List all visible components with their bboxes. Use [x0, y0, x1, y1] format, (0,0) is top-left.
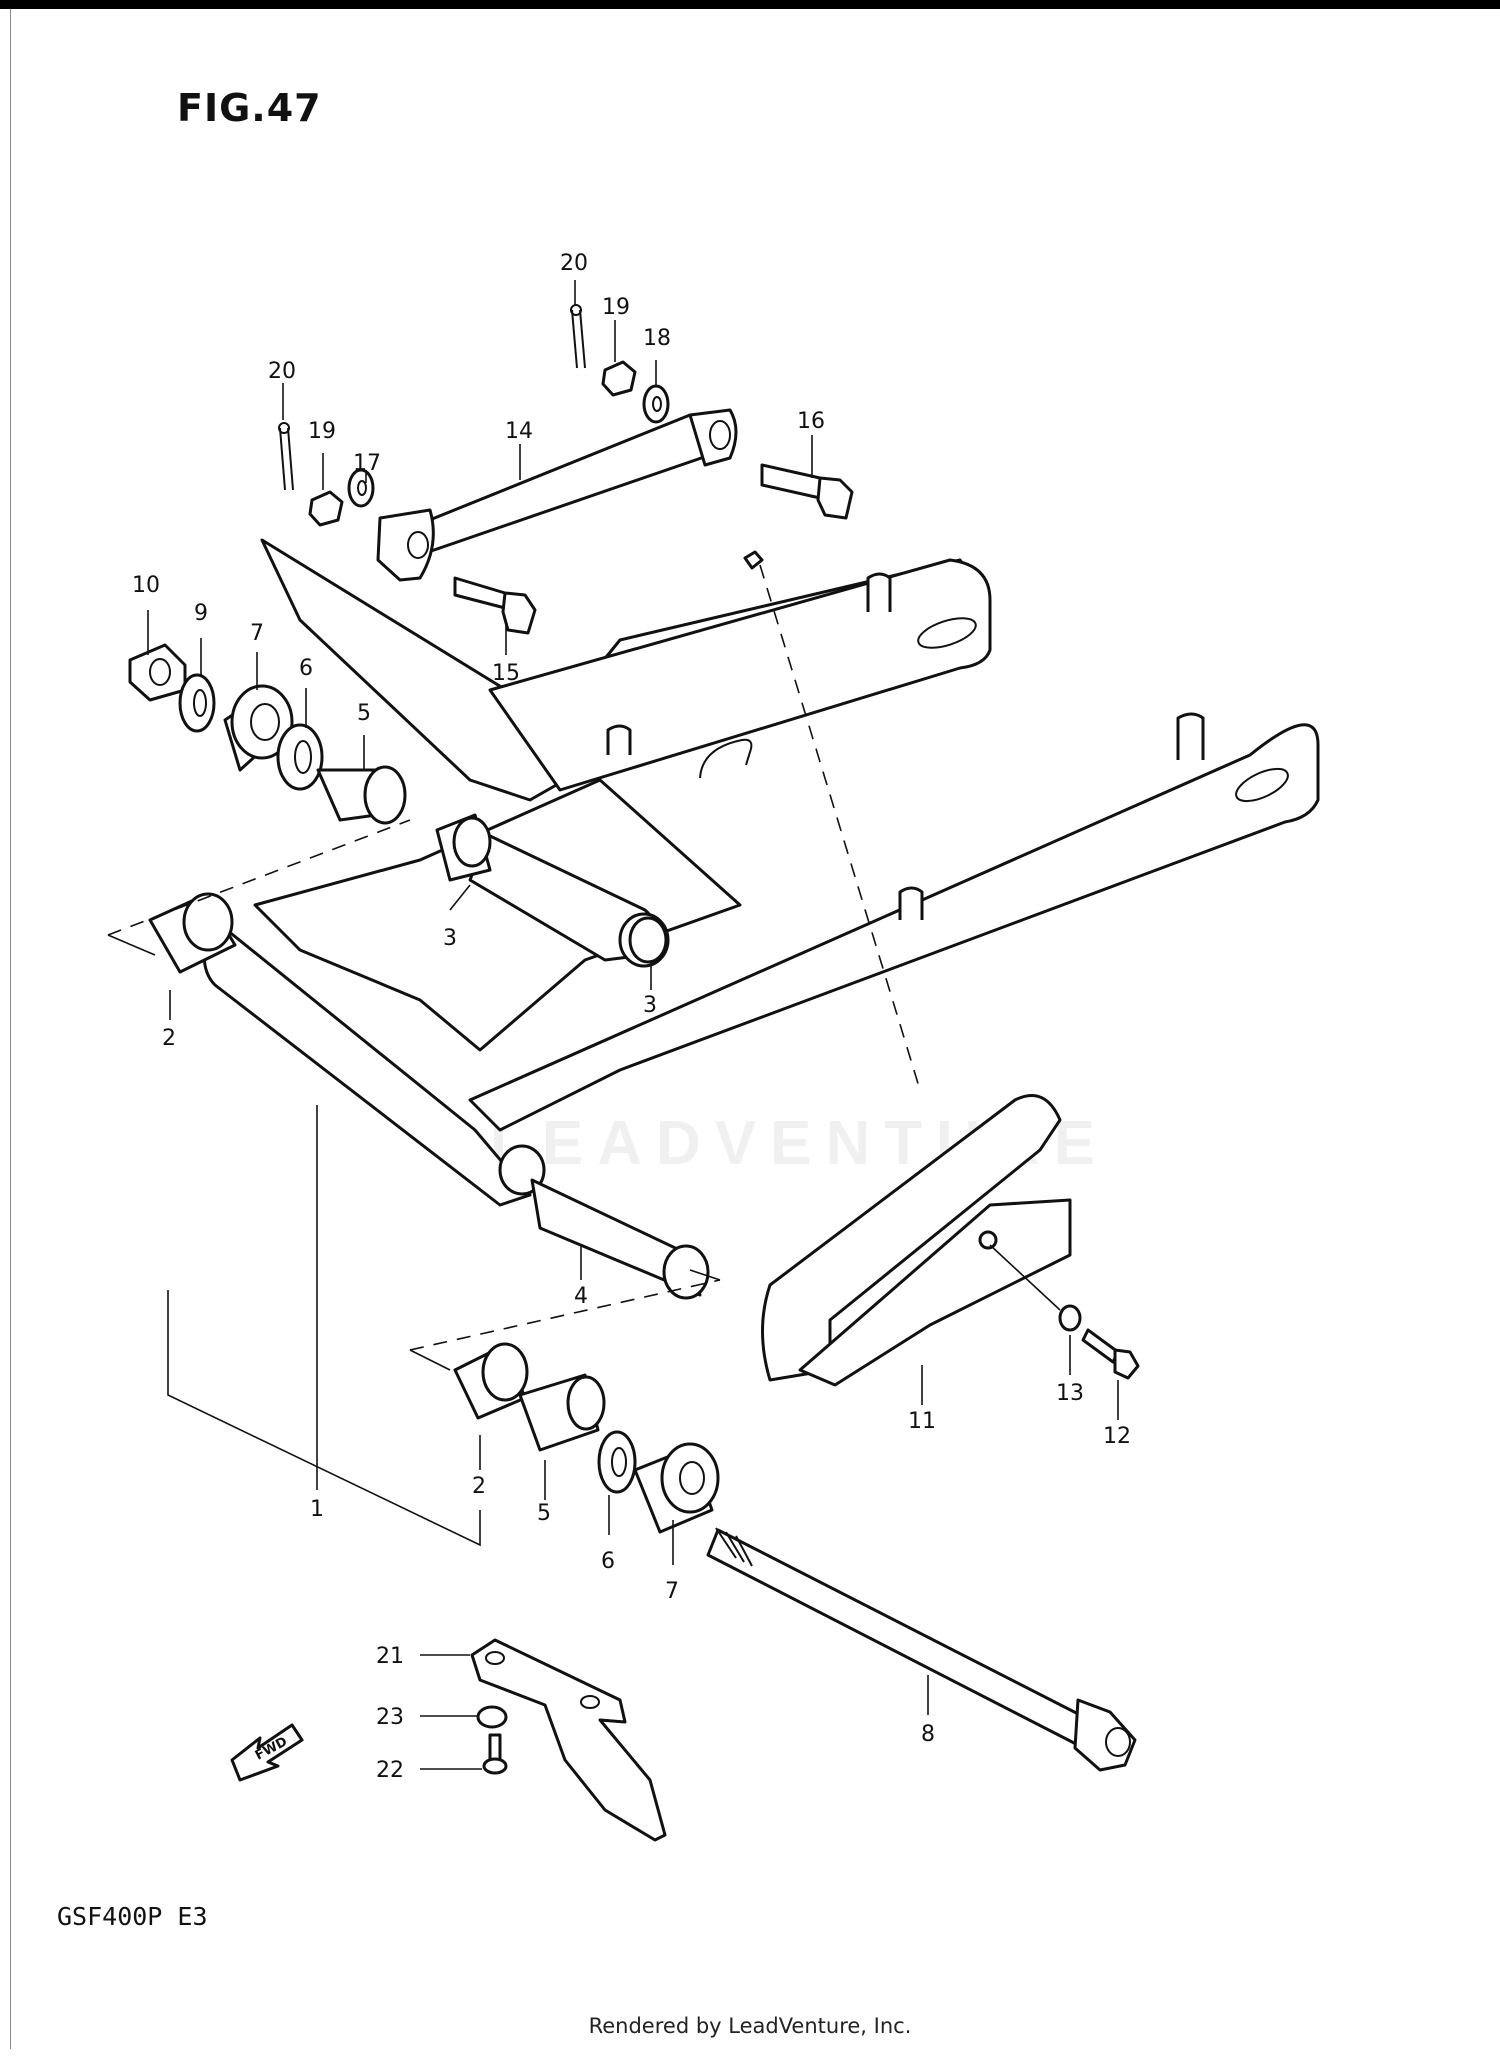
callout-5-lower: 5 — [537, 1501, 551, 1526]
callout-9: 9 — [194, 601, 208, 626]
callout-4: 4 — [574, 1284, 588, 1309]
nut-19-right — [601, 360, 637, 397]
axle-slot-upper — [917, 617, 977, 649]
left-border — [10, 9, 11, 2049]
torque-rod-14 — [376, 408, 738, 582]
callout-19-right: 19 — [602, 295, 630, 320]
washer-9 — [178, 673, 216, 733]
washer-6-lower — [597, 1430, 637, 1494]
leader-lines — [147, 280, 1119, 1770]
callout-5-upper: 5 — [357, 701, 371, 726]
bracket-chain — [898, 886, 924, 920]
callout-8: 8 — [921, 1722, 935, 1747]
washer-23 — [476, 1705, 508, 1729]
callout-16: 16 — [797, 409, 825, 434]
forward-direction-icon: FWD — [230, 1723, 304, 1782]
seal-7-lower — [633, 1442, 720, 1534]
callout-3-upper: 3 — [443, 926, 457, 951]
chain-guard-21 — [470, 1638, 667, 1842]
callout-2-right: 2 — [472, 1474, 486, 1499]
bolt-15 — [453, 576, 537, 635]
callout-2-left: 2 — [162, 1026, 176, 1051]
model-code: GSF400P E3 — [57, 1902, 208, 1931]
nut-19-left — [308, 490, 344, 527]
bolt-16 — [760, 463, 854, 520]
callout-labels: 20 20 19 19 18 17 16 15 14 10 9 7 6 5 3 … — [132, 251, 1131, 1783]
callout-20-right: 20 — [560, 251, 588, 276]
washer-6-upper — [276, 723, 324, 791]
callout-20-left: 20 — [268, 359, 296, 384]
bracket-upper — [866, 572, 892, 612]
swingarm — [202, 538, 1320, 1207]
top-border — [0, 0, 1500, 9]
washer-13 — [1058, 1304, 1082, 1332]
bracket-middle — [606, 724, 632, 755]
swingarm-lower-arm — [468, 723, 1320, 1132]
callout-17: 17 — [353, 451, 381, 476]
render-credit: Rendered by LeadVenture, Inc. — [588, 2014, 912, 2038]
nut-10 — [128, 643, 187, 702]
callout-6-lower: 6 — [601, 1549, 615, 1574]
callout-12: 12 — [1103, 1424, 1131, 1449]
bracket-lower — [1176, 712, 1205, 760]
pivot-shaft-8 — [706, 1527, 1137, 1772]
swingarm-upper-arm-end — [488, 558, 992, 792]
callout-6-upper: 6 — [299, 656, 313, 681]
bolt-12 — [1081, 1328, 1140, 1380]
callout-10: 10 — [132, 573, 160, 598]
bearing-2-left — [148, 892, 237, 974]
figure-title: FIG.47 — [177, 86, 322, 130]
callout-13: 13 — [1056, 1381, 1084, 1406]
bearing-2-right — [453, 1342, 529, 1420]
cotter-pin-20-left — [278, 422, 294, 491]
bearing-3-upper — [435, 813, 492, 882]
assembly-lines — [107, 564, 1061, 1547]
callout-19-left: 19 — [308, 419, 336, 444]
bolt-22 — [482, 1733, 508, 1775]
seal-7-upper — [223, 684, 294, 772]
cotter-pin-20-right — [570, 304, 586, 369]
callout-15: 15 — [492, 661, 520, 686]
chain-buffer-11 — [761, 1094, 1072, 1387]
callout-18: 18 — [643, 326, 671, 351]
callout-7-lower: 7 — [665, 1579, 679, 1604]
axle-slot-lower — [1235, 767, 1289, 803]
cable-guide — [699, 738, 753, 779]
clip-upper — [743, 550, 764, 570]
spacer-5-upper — [316, 765, 407, 825]
washer-18 — [642, 384, 670, 424]
callout-22: 22 — [376, 1758, 404, 1783]
callout-3-lower: 3 — [643, 993, 657, 1018]
spacer-5-lower — [518, 1373, 606, 1452]
bearing-3-lower — [628, 916, 668, 964]
callout-7-upper: 7 — [250, 621, 264, 646]
callout-1: 1 — [310, 1497, 324, 1522]
callout-14: 14 — [505, 419, 533, 444]
callout-11: 11 — [908, 1409, 936, 1434]
callout-21: 21 — [376, 1644, 404, 1669]
washer-17 — [347, 468, 375, 508]
spacer-4 — [530, 1178, 710, 1300]
callout-23: 23 — [376, 1705, 404, 1730]
